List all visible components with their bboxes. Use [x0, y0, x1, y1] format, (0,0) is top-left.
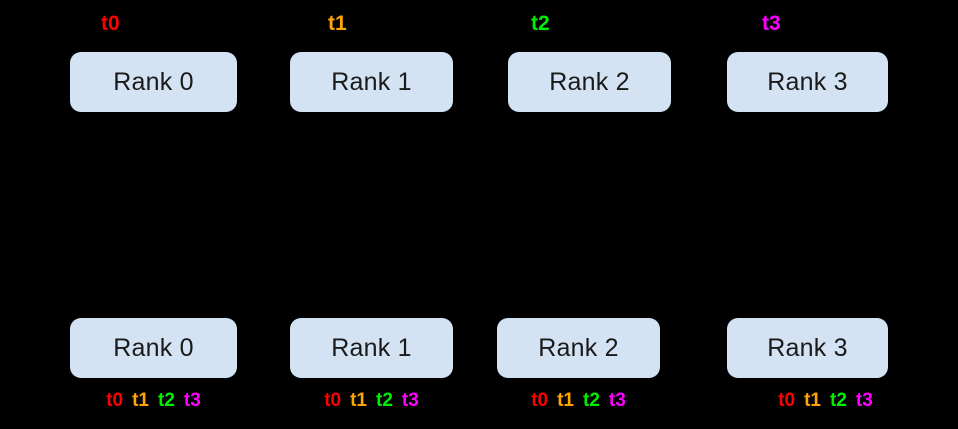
- bottom-rank-box-1[interactable]: Rank 1: [290, 318, 453, 378]
- bottom-tag-row-0: t0 t1 t2 t3: [70, 391, 237, 410]
- bottom-tag-1-3: t3: [401, 390, 419, 411]
- bottom-tag-3-3: t3: [855, 390, 873, 411]
- top-rank-box-1-label: Rank 1: [331, 67, 412, 96]
- top-tag-rank-2: t2: [531, 12, 550, 35]
- bottom-rank-box-2-label: Rank 2: [538, 333, 619, 362]
- bottom-rank-box-1-label: Rank 1: [331, 333, 412, 362]
- bottom-tag-1-0: t0: [324, 390, 342, 411]
- top-rank-box-1[interactable]: Rank 1: [290, 52, 453, 112]
- bottom-tag-3-1: t1: [804, 390, 821, 411]
- bottom-tag-3-0: t0: [778, 390, 796, 411]
- bottom-tag-row-3: t0 t1 t2 t3: [745, 391, 906, 410]
- bottom-tag-1-2: t2: [376, 390, 393, 411]
- bottom-tag-3-2: t2: [830, 390, 847, 411]
- bottom-tag-2-1: t1: [557, 390, 574, 411]
- bottom-tag-row-2: t0 t1 t2 t3: [497, 391, 660, 410]
- top-rank-box-0[interactable]: Rank 0: [70, 52, 237, 112]
- bottom-rank-box-0-label: Rank 0: [113, 333, 194, 362]
- bottom-tag-0-0: t0: [106, 390, 124, 411]
- bottom-tag-2-2: t2: [583, 390, 600, 411]
- top-tag-rank-1: t1: [328, 12, 347, 35]
- bottom-rank-box-3[interactable]: Rank 3: [727, 318, 888, 378]
- bottom-tag-2-3: t3: [608, 390, 626, 411]
- bottom-rank-box-2[interactable]: Rank 2: [497, 318, 660, 378]
- bottom-rank-box-3-label: Rank 3: [767, 333, 848, 362]
- bottom-tag-1-1: t1: [350, 390, 367, 411]
- bottom-tag-0-1: t1: [132, 390, 149, 411]
- top-rank-box-0-label: Rank 0: [113, 67, 194, 96]
- top-rank-box-2[interactable]: Rank 2: [508, 52, 671, 112]
- top-rank-box-3-label: Rank 3: [767, 67, 848, 96]
- top-tag-rank-0: t0: [101, 12, 120, 35]
- bottom-rank-box-0[interactable]: Rank 0: [70, 318, 237, 378]
- bottom-tag-row-1: t0 t1 t2 t3: [290, 391, 453, 410]
- top-rank-box-2-label: Rank 2: [549, 67, 630, 96]
- top-rank-box-3[interactable]: Rank 3: [727, 52, 888, 112]
- bottom-tag-0-2: t2: [158, 390, 175, 411]
- bottom-tag-0-3: t3: [183, 390, 201, 411]
- top-tag-rank-3: t3: [762, 12, 781, 35]
- bottom-tag-2-0: t0: [531, 390, 549, 411]
